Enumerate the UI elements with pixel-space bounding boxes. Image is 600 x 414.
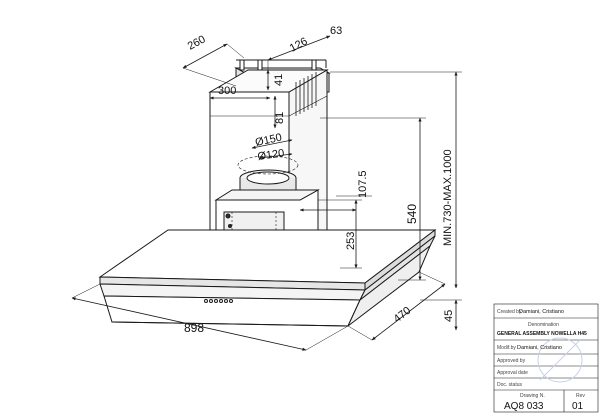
created-by-value: Damiani, Cristiano [519,309,564,315]
button-icon[interactable] [224,299,228,303]
dim-total-height: MIN.730-MAX.1000 [442,149,454,246]
button-icon[interactable] [229,299,233,303]
dim-dia-150: Ø150 [254,132,283,149]
dim-41: 41 [273,74,285,86]
dim-63: 63 [330,25,342,37]
button-icon[interactable] [209,299,213,303]
dim-107-5: 107.5 [357,170,369,198]
dim-898: 898 [184,321,204,335]
dim-chimney-depth: 260 [186,33,208,52]
rev-label: Rev [576,393,585,399]
dim-45: 45 [443,310,455,322]
created-by-label: Created by [497,309,522,315]
dim-540: 540 [405,204,419,224]
rev-value: 01 [572,401,584,412]
dim-253: 253 [345,232,357,250]
drawing-no-value: AQ8 033 [504,401,544,412]
approved-by-label: Approved by [497,358,526,364]
drawing-no-label: Drawing N. [520,393,545,399]
denomination-value: GENERAL ASSEMBLY NOWELLA H45 [497,331,587,337]
glass-canopy [98,228,437,327]
doc-status-label: Doc. status [497,382,523,388]
modif-by-value: Damiani, Cristiano [517,345,562,351]
button-icon[interactable] [204,299,208,303]
dim-chimney-width: 300 [218,85,236,97]
chimney-vents [295,72,317,116]
title-block: Created by Damiani, Cristiano Denominati… [493,303,599,413]
button-icon[interactable] [214,299,218,303]
dimension-lines [71,35,462,351]
hood-drawing [98,59,437,327]
dim-81: 81 [274,112,286,124]
approval-date-label: Approval date [497,370,528,376]
button-icon[interactable] [219,299,223,303]
denomination-label: Denomination [528,322,559,328]
dim-126: 126 [288,35,310,54]
watermark-logo [537,337,583,383]
dim-dia-120: Ø120 [257,147,285,163]
modif-by-label: Modif.by [497,345,516,351]
